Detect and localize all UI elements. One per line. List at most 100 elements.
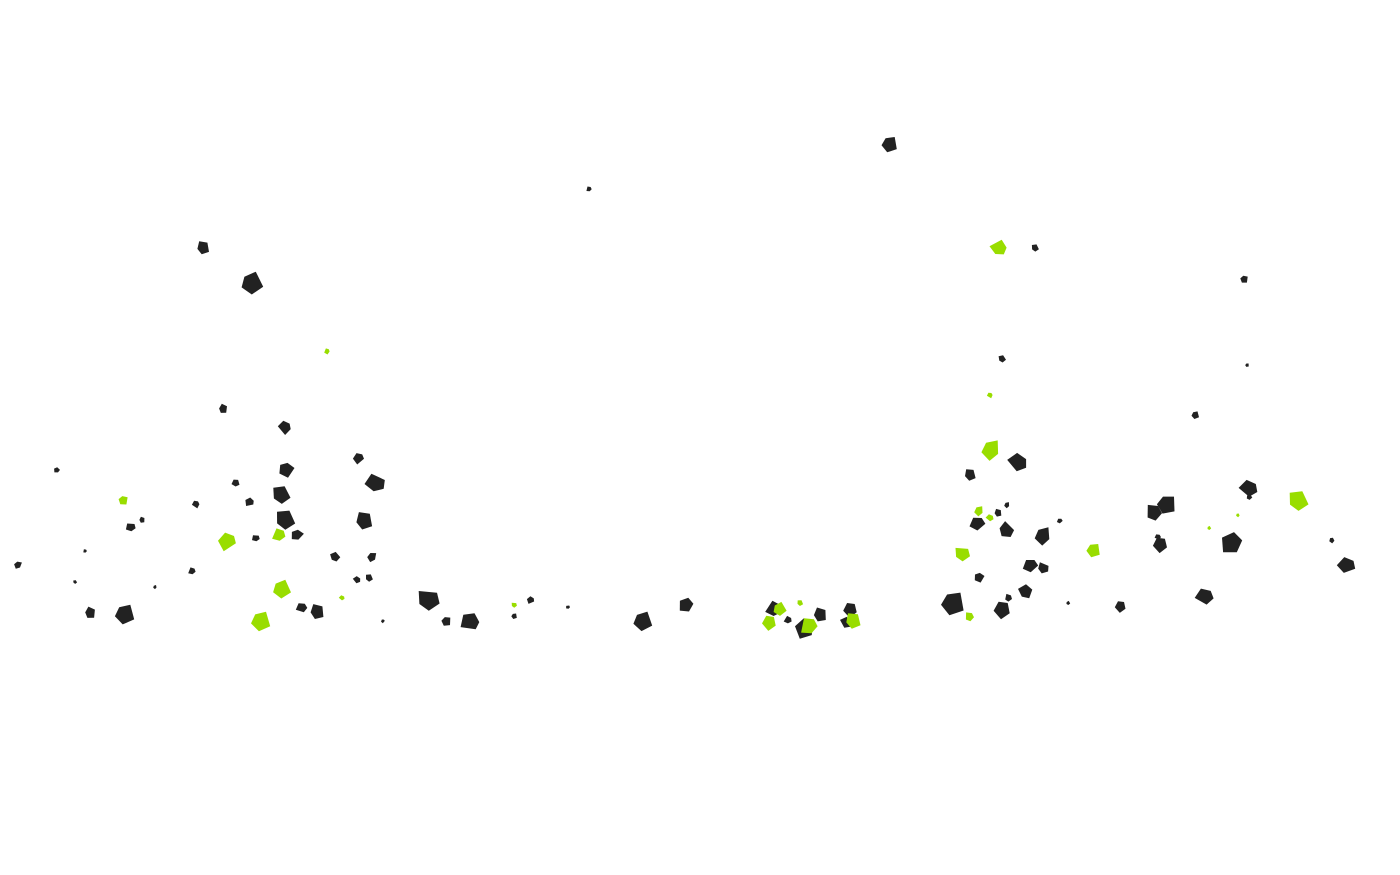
dark-particle (1191, 411, 1199, 419)
dark-particle (252, 535, 260, 542)
lime-particle (986, 392, 993, 399)
dark-particle (356, 512, 373, 530)
lime-particle (1236, 513, 1240, 518)
lime-particle (981, 440, 999, 461)
dark-particle (367, 553, 377, 563)
dark-particle (1152, 537, 1167, 554)
dark-particle (586, 186, 592, 192)
dark-particle (1031, 244, 1039, 252)
lime-particle (989, 239, 1007, 255)
lime-particle (762, 615, 776, 631)
dark-particle (1245, 363, 1249, 367)
dark-particle (352, 453, 364, 465)
dark-particle (1240, 275, 1248, 283)
dark-particle (526, 596, 535, 604)
dark-particle (566, 605, 570, 609)
dark-particle (153, 585, 157, 590)
dark-particle (277, 510, 296, 530)
dark-particle (231, 479, 240, 487)
lime-particle (272, 528, 286, 541)
dark-particle (1222, 532, 1243, 553)
dark-particle (1154, 534, 1161, 540)
lime-particle (801, 618, 818, 634)
lime-particle (273, 579, 291, 599)
lime-particle (1289, 491, 1309, 511)
lime-particle (338, 595, 345, 601)
dark-particle (965, 469, 976, 481)
dark-particle (1038, 562, 1049, 574)
dark-particle (993, 601, 1010, 620)
particle-field (14, 137, 1356, 639)
dark-particle (197, 241, 209, 255)
dark-particle (219, 403, 227, 413)
dark-particle (291, 529, 304, 540)
dark-particle (994, 508, 1002, 517)
dark-particle (310, 604, 324, 619)
dark-particle (1056, 518, 1063, 524)
dark-particle (114, 604, 135, 625)
dark-particle (295, 603, 308, 613)
dark-particle (1034, 527, 1050, 546)
dark-particle (1336, 557, 1356, 573)
lime-particle (846, 613, 861, 629)
dark-particle (1007, 452, 1027, 472)
dark-particle (330, 551, 341, 562)
dark-particle (125, 523, 136, 532)
dark-particle (998, 355, 1006, 363)
dark-particle (460, 613, 480, 630)
dark-particle (1147, 504, 1162, 521)
dark-particle (241, 271, 264, 295)
dark-particle (813, 607, 826, 622)
dark-particle (85, 606, 95, 618)
dark-particle (139, 516, 145, 523)
dark-particle (366, 574, 373, 582)
dark-particle (1114, 601, 1126, 613)
dark-particle (279, 462, 295, 478)
dark-particle (73, 580, 78, 584)
dark-particle (783, 615, 792, 624)
dark-particle (1066, 600, 1071, 605)
dark-particle (941, 592, 964, 616)
lime-particle (974, 506, 983, 517)
lime-particle (965, 612, 974, 622)
lime-particle (773, 601, 787, 616)
lime-particle (324, 348, 330, 355)
lime-particle (118, 496, 128, 505)
dark-particle (1194, 588, 1214, 605)
dark-particle (633, 611, 653, 632)
lime-particle (251, 611, 271, 632)
dark-particle (679, 597, 694, 612)
dark-particle (364, 473, 385, 492)
dark-particle (999, 521, 1015, 537)
lime-particle (985, 514, 994, 522)
dark-particle (245, 497, 254, 506)
lime-particle (1086, 544, 1100, 558)
dark-particle (1005, 593, 1012, 602)
dark-particle (352, 576, 361, 584)
dark-particle (418, 591, 440, 611)
dark-particle (277, 420, 291, 435)
dark-particle (1329, 537, 1335, 544)
dark-particle (191, 500, 200, 509)
dark-particle (1004, 502, 1010, 509)
dark-particle (1022, 560, 1039, 573)
dark-particle (54, 467, 60, 473)
dark-particle (1238, 479, 1258, 497)
dark-particle (969, 517, 986, 531)
dark-particle (83, 549, 87, 553)
dark-particle (441, 617, 451, 626)
dark-particle (974, 572, 985, 583)
dark-particle (14, 561, 22, 569)
dark-particle (381, 619, 385, 624)
dark-particle (273, 486, 291, 504)
lime-particle (1207, 525, 1212, 530)
dark-particle (1246, 493, 1253, 500)
dark-particle (188, 567, 196, 575)
lime-particle (218, 532, 236, 552)
lime-particle (797, 600, 804, 606)
lime-particle (511, 602, 517, 608)
dark-particle (881, 137, 897, 153)
lime-particle (955, 547, 970, 562)
